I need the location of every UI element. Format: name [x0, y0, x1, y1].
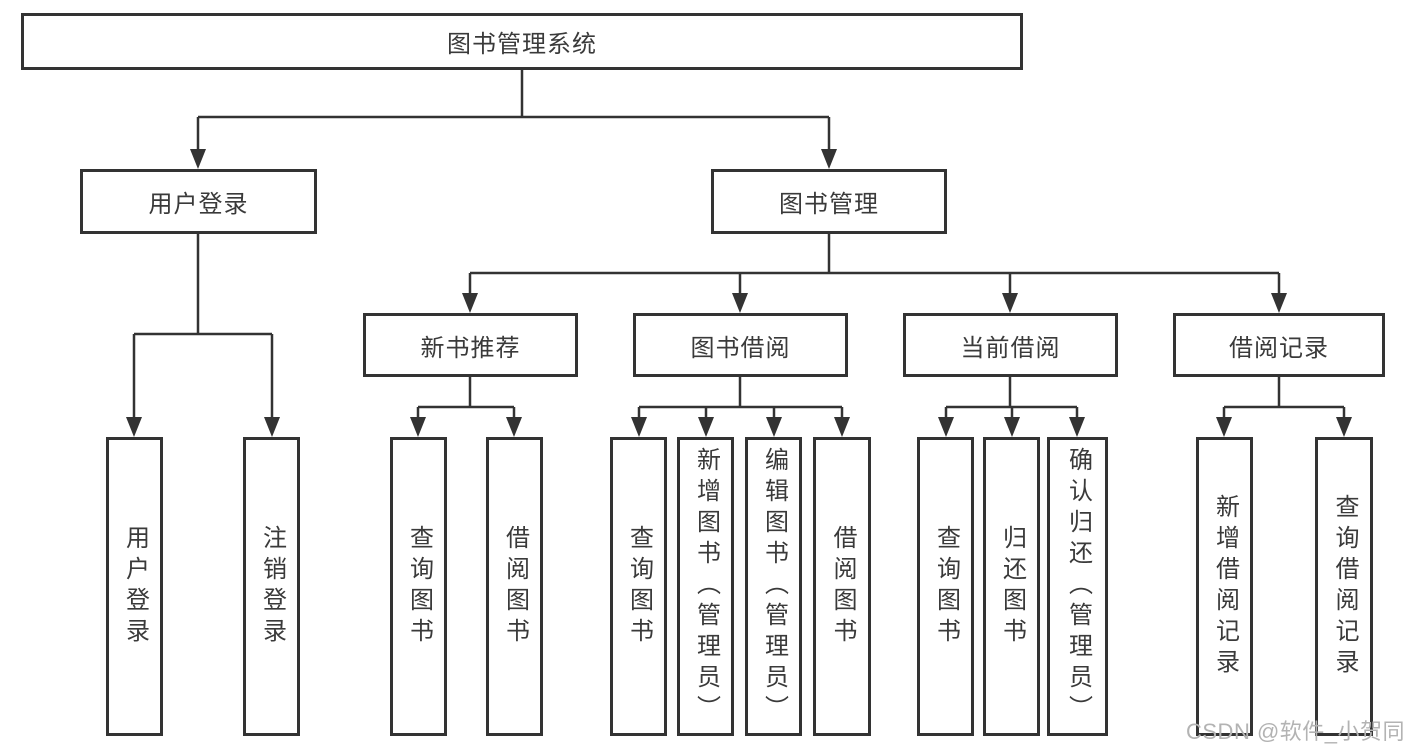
arrow-icon [410, 417, 426, 437]
node-current-borrowing-label: 当前借阅 [960, 334, 1061, 362]
leaf-query-books-current-label: 查询图书 [932, 524, 960, 649]
arrow-icon [1004, 417, 1020, 437]
connector-records-to-leaves [1222, 377, 1346, 421]
arrow-icon [1216, 417, 1232, 437]
leaf-return-books: 归还图书 [983, 437, 1040, 736]
leaf-user-login: 用户登录 [106, 437, 163, 736]
leaf-logout: 注销登录 [243, 437, 300, 736]
node-borrowing-records: 借阅记录 [1173, 313, 1385, 377]
arrow-icon [938, 417, 954, 437]
arrow-icon [698, 417, 714, 437]
arrow-icon [1271, 293, 1287, 313]
connector-current-to-leaves [944, 377, 1079, 421]
connector-bookmgmt-to-level3 [468, 233, 1281, 297]
leaf-edit-books-admin: 编辑图书（管理员） [745, 437, 802, 736]
arrow-icon [732, 293, 748, 313]
arrow-icon [821, 149, 837, 169]
connector-borrowing-to-leaves [637, 377, 844, 421]
leaf-confirm-return-admin: 确认归还（管理员） [1047, 437, 1108, 736]
leaf-borrow-books-recommend-label: 借阅图书 [501, 524, 529, 649]
leaf-return-books-label: 归还图书 [998, 524, 1026, 649]
node-new-book-recommend-label: 新书推荐 [420, 334, 521, 362]
leaf-edit-books-admin-label: 编辑图书（管理员） [760, 447, 788, 726]
connector-userlogin-to-leaves [132, 234, 274, 420]
leaf-query-books-recommend-label: 查询图书 [405, 524, 433, 649]
leaf-logout-label: 注销登录 [258, 524, 286, 649]
node-current-borrowing: 当前借阅 [903, 313, 1118, 377]
leaf-query-borrow-record: 查询借阅记录 [1315, 437, 1373, 736]
leaf-query-books-borrowing-label: 查询图书 [625, 524, 653, 649]
arrow-icon [264, 417, 280, 437]
leaf-confirm-return-admin-label: 确认归还（管理员） [1064, 447, 1092, 726]
arrow-icon [631, 417, 647, 437]
leaf-add-borrow-record-label: 新增借阅记录 [1211, 493, 1239, 680]
node-book-management: 图书管理 [711, 169, 947, 234]
leaf-borrow-books-borrowing-label: 借阅图书 [829, 524, 856, 649]
leaf-query-books-borrowing: 查询图书 [610, 437, 667, 736]
arrow-icon [766, 417, 782, 437]
node-borrowing-records-label: 借阅记录 [1229, 334, 1329, 362]
arrow-icon [462, 293, 478, 313]
node-root-label: 图书管理系统 [447, 31, 597, 58]
csdn-watermark: CSDN @软件_小贺同学 [1186, 719, 1405, 744]
arrow-icon [126, 417, 142, 437]
leaf-add-books-admin-label: 新增图书（管理员） [692, 447, 720, 726]
arrow-icon [1002, 293, 1018, 313]
node-book-borrowing-label: 图书借阅 [690, 334, 791, 362]
node-book-management-label: 图书管理 [779, 191, 879, 218]
leaf-query-books-recommend: 查询图书 [390, 437, 447, 736]
connector-newbook-to-leaves [416, 377, 516, 421]
leaf-query-books-current: 查询图书 [917, 437, 974, 736]
leaf-user-login-label: 用户登录 [121, 524, 149, 649]
node-user-login-label: 用户登录 [148, 191, 249, 218]
arrowheads [126, 149, 1352, 437]
leaf-add-borrow-record: 新增借阅记录 [1196, 437, 1253, 736]
node-book-borrowing: 图书借阅 [633, 313, 848, 377]
leaf-borrow-books-borrowing: 借阅图书 [813, 437, 871, 736]
leaf-borrow-books-recommend: 借阅图书 [486, 437, 543, 736]
connector-root-to-level2 [196, 69, 831, 152]
node-user-login: 用户登录 [80, 169, 317, 234]
arrow-icon [1069, 417, 1085, 437]
arrow-icon [506, 417, 522, 437]
arrow-icon [190, 149, 206, 169]
node-new-book-recommend: 新书推荐 [363, 313, 578, 377]
node-root: 图书管理系统 [21, 13, 1023, 70]
arrow-icon [1336, 417, 1352, 437]
leaf-query-borrow-record-label: 查询借阅记录 [1331, 493, 1358, 680]
leaf-add-books-admin: 新增图书（管理员） [677, 437, 734, 736]
arrow-icon [834, 417, 850, 437]
